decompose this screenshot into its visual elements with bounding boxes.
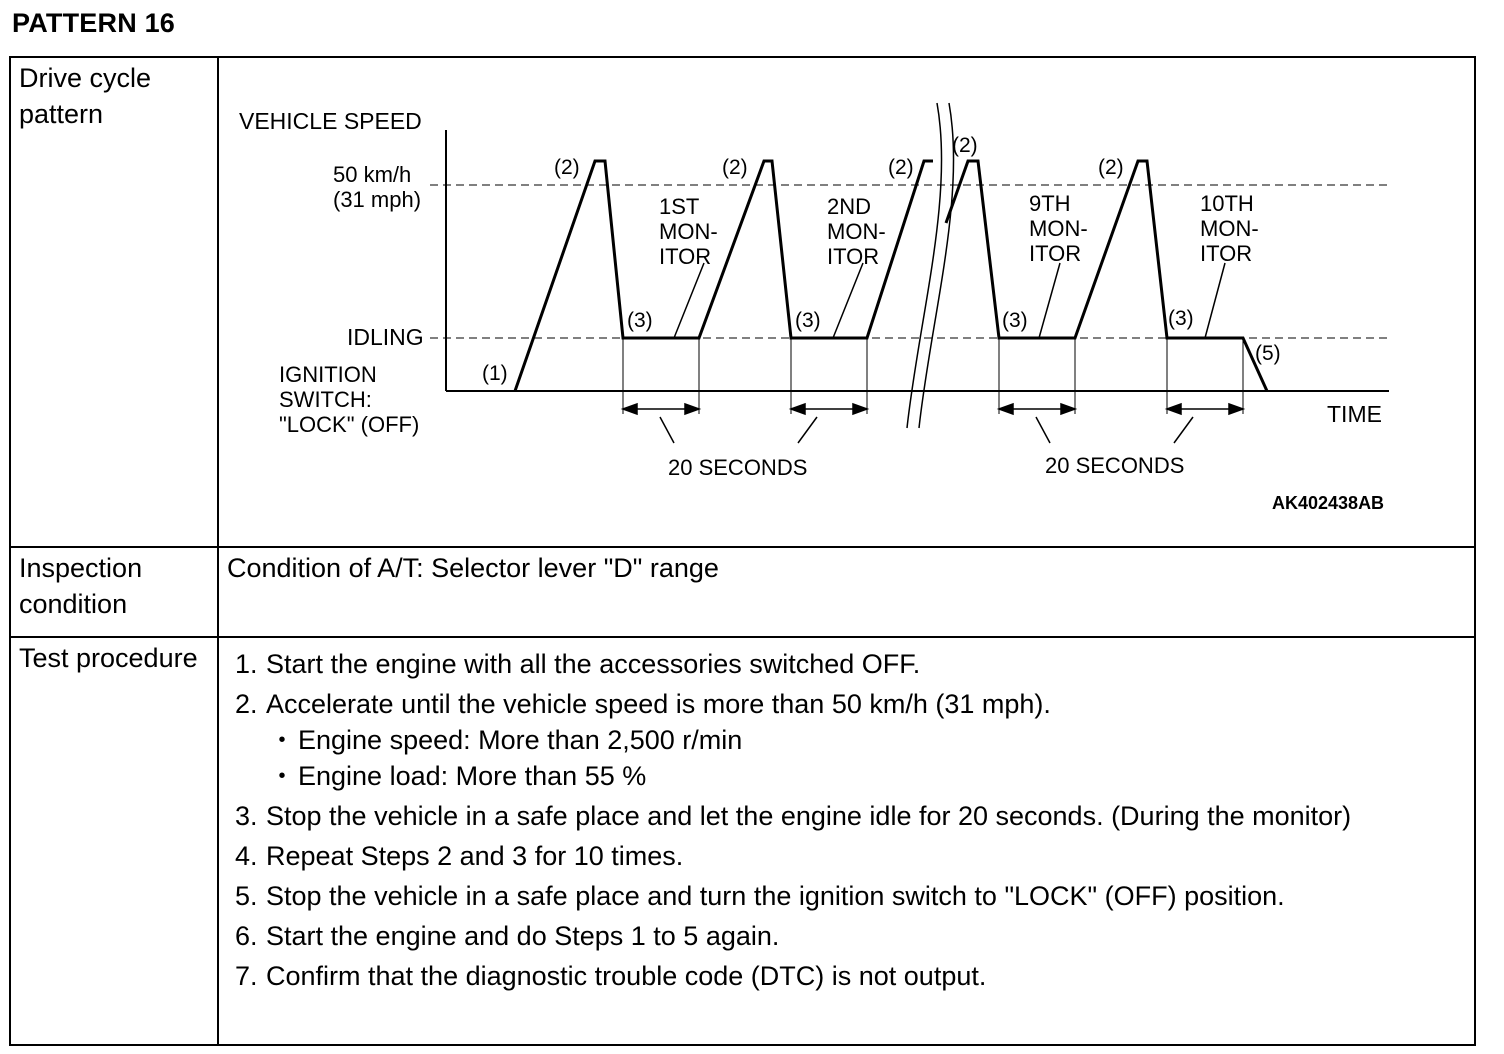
axis-break-mark bbox=[906, 102, 943, 429]
list-item: 2. Accelerate until the vehicle speed is… bbox=[235, 686, 1474, 794]
bullet-item: • Engine speed: More than 2,500 r/min bbox=[266, 722, 1474, 758]
step-marker-2: (2) bbox=[722, 156, 748, 179]
inspection-condition-text: Condition of A/T: Selector lever "D" ran… bbox=[227, 553, 719, 583]
svg-text:1ST: 1ST bbox=[659, 194, 699, 219]
y-axis-label: VEHICLE SPEED bbox=[239, 108, 422, 134]
step-number: 4. bbox=[235, 841, 258, 871]
bullet-text: Engine load: More than 55 % bbox=[298, 761, 647, 791]
step-number: 1. bbox=[235, 649, 258, 679]
step-number: 6. bbox=[235, 921, 258, 951]
step-bullets: • Engine speed: More than 2,500 r/min • … bbox=[266, 722, 1474, 794]
svg-text:ITOR: ITOR bbox=[1029, 241, 1081, 266]
step-number: 2. bbox=[235, 689, 258, 719]
svg-text:ITOR: ITOR bbox=[659, 244, 711, 269]
list-item: 6. Start the engine and do Steps 1 to 5 … bbox=[235, 918, 1474, 954]
ignition-label-line-2: SWITCH: bbox=[279, 387, 372, 412]
step-marker-3: (3) bbox=[627, 309, 653, 332]
step-marker-2: (2) bbox=[1098, 156, 1124, 179]
svg-text:MON-: MON- bbox=[1200, 216, 1259, 241]
step-text: Accelerate until the vehicle speed is mo… bbox=[266, 689, 1051, 719]
monitor-label-9th: 9TH MON- ITOR bbox=[1029, 191, 1088, 266]
svg-text:MON-: MON- bbox=[659, 219, 718, 244]
step-marker-2: (2) bbox=[952, 134, 978, 157]
drive-cycle-cell: VEHICLE SPEED 50 km/h (31 mph) IDLING IG… bbox=[217, 56, 1477, 548]
test-procedure-label: Test procedure bbox=[9, 636, 219, 1046]
duration-label: 20 SECONDS bbox=[668, 455, 807, 480]
step-text: Confirm that the diagnostic trouble code… bbox=[266, 961, 987, 991]
test-procedure-cell: 1. Start the engine with all the accesso… bbox=[217, 636, 1476, 1046]
duration-label: 20 SECONDS bbox=[1045, 453, 1184, 478]
step-marker-3: (3) bbox=[795, 309, 821, 332]
step-marker-2: (2) bbox=[554, 156, 580, 179]
monitor-label-2nd: 2ND MON- ITOR bbox=[827, 194, 886, 269]
step-marker-3: (3) bbox=[1002, 309, 1028, 332]
list-item: 3. Stop the vehicle in a safe place and … bbox=[235, 798, 1474, 834]
table-row: Drive cycle pattern bbox=[9, 56, 1477, 548]
step-number: 7. bbox=[235, 961, 258, 991]
bullet-item: • Engine load: More than 55 % bbox=[266, 758, 1474, 794]
step-marker-5: (5) bbox=[1255, 342, 1281, 365]
svg-text:ITOR: ITOR bbox=[1200, 241, 1252, 266]
table-row: Inspection condition Condition of A/T: S… bbox=[9, 546, 1476, 638]
procedure-steps: 1. Start the engine with all the accesso… bbox=[219, 638, 1474, 994]
speed-profile-segment-1 bbox=[513, 159, 933, 392]
step-text: Start the engine and do Steps 1 to 5 aga… bbox=[266, 921, 780, 951]
axis-break-mark bbox=[918, 102, 955, 429]
list-item: 5. Stop the vehicle in a safe place and … bbox=[235, 878, 1474, 914]
leader-lines bbox=[659, 262, 1226, 444]
step-marker-3: (3) bbox=[1168, 307, 1194, 330]
bullet-text: Engine speed: More than 2,500 r/min bbox=[298, 725, 743, 755]
svg-text:2ND: 2ND bbox=[827, 194, 871, 219]
list-item: 7. Confirm that the diagnostic trouble c… bbox=[235, 958, 1474, 994]
step-marker-2: (2) bbox=[888, 156, 914, 179]
ignition-label-line-1: IGNITION bbox=[279, 362, 377, 387]
drive-cycle-table: Drive cycle pattern bbox=[9, 56, 1476, 1046]
figure-id: AK402438AB bbox=[1272, 493, 1384, 513]
idling-label: IDLING bbox=[347, 324, 424, 350]
step-text: Start the engine with all the accessorie… bbox=[266, 649, 921, 679]
drive-cycle-svg: VEHICLE SPEED 50 km/h (31 mph) IDLING IG… bbox=[239, 102, 1389, 513]
page-title: PATTERN 16 bbox=[12, 8, 176, 38]
svg-text:10TH: 10TH bbox=[1200, 191, 1254, 216]
step-number: 3. bbox=[235, 801, 258, 831]
svg-text:9TH: 9TH bbox=[1029, 191, 1071, 216]
speed-label-line-2: (31 mph) bbox=[333, 187, 421, 212]
drive-cycle-label: Drive cycle pattern bbox=[9, 56, 219, 548]
step-text: Stop the vehicle in a safe place and tur… bbox=[266, 881, 1285, 911]
idle-window-ticks bbox=[622, 338, 1244, 414]
duration-arrows bbox=[620, 402, 1246, 416]
x-axis-label: TIME bbox=[1327, 401, 1382, 427]
svg-text:MON-: MON- bbox=[1029, 216, 1088, 241]
ignition-label-line-3: "LOCK" (OFF) bbox=[279, 412, 419, 437]
step-text: Repeat Steps 2 and 3 for 10 times. bbox=[266, 841, 684, 871]
step-number: 5. bbox=[235, 881, 258, 911]
svg-text:ITOR: ITOR bbox=[827, 244, 879, 269]
table-row: Test procedure 1. Start the engine with … bbox=[9, 636, 1476, 1046]
svg-text:MON-: MON- bbox=[827, 219, 886, 244]
step-marker-1: (1) bbox=[482, 362, 508, 385]
list-item: 4. Repeat Steps 2 and 3 for 10 times. bbox=[235, 838, 1474, 874]
list-item: 1. Start the engine with all the accesso… bbox=[235, 646, 1474, 682]
speed-label-line-1: 50 km/h bbox=[333, 162, 411, 187]
monitor-label-10th: 10TH MON- ITOR bbox=[1200, 191, 1259, 266]
drive-cycle-diagram: VEHICLE SPEED 50 km/h (31 mph) IDLING IG… bbox=[219, 58, 1477, 544]
bullet-icon: • bbox=[278, 729, 286, 751]
inspection-condition-label: Inspection condition bbox=[9, 546, 219, 638]
monitor-label-1st: 1ST MON- ITOR bbox=[659, 194, 718, 269]
step-text: Stop the vehicle in a safe place and let… bbox=[266, 801, 1352, 831]
inspection-condition-cell: Condition of A/T: Selector lever "D" ran… bbox=[217, 546, 1476, 638]
bullet-icon: • bbox=[278, 765, 286, 787]
